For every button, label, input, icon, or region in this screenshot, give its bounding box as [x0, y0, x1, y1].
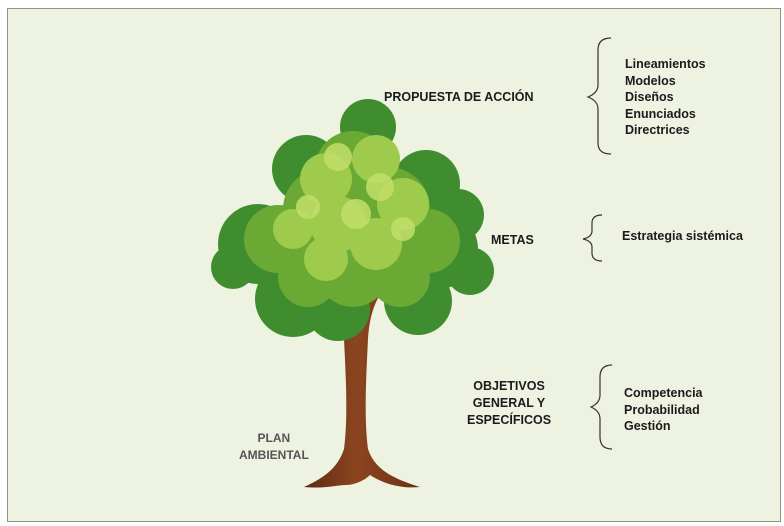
tree-trunk: [304, 277, 420, 488]
level-propuesta-label-line: PROPUESTA DE ACCIÓN: [384, 90, 534, 104]
level-objetivos-label-line-2: GENERAL Y: [472, 396, 546, 410]
diagram-frame: PLAN AMBIENTAL PROPUESTA DE ACCIÓN Linea…: [7, 8, 781, 522]
list-item: Diseños: [625, 90, 674, 104]
tree-label-line-2: AMBIENTAL: [239, 448, 309, 462]
level-propuesta-label: PROPUESTA DE ACCIÓN: [384, 89, 534, 106]
level-metas-label: METAS: [491, 232, 534, 249]
level-objetivos-label: OBJETIVOS GENERAL Y ESPECÍFICOS: [467, 378, 551, 429]
list-item: Probabilidad: [624, 402, 700, 417]
list-item: Enunciados: [625, 106, 696, 121]
brace-metas: [582, 214, 603, 262]
list-item: Modelos: [625, 73, 676, 88]
list-item: Gestión: [624, 419, 671, 433]
list-item: Lineamientos: [625, 57, 706, 71]
level-propuesta-items: Lineamientos Modelos Diseños Enunciados …: [625, 56, 706, 139]
brace-propuesta: [586, 37, 612, 155]
list-item: Competencia: [624, 386, 703, 400]
level-objetivos-label-line-1: OBJETIVOS: [473, 379, 545, 393]
list-item: Estrategia sistémica: [622, 229, 743, 243]
list-item: Directrices: [625, 123, 690, 137]
level-metas-label-line: METAS: [491, 233, 534, 247]
tree-label: PLAN AMBIENTAL: [239, 430, 309, 464]
tree-illustration: [211, 37, 613, 488]
level-objetivos-items: Competencia Probabilidad Gestión: [624, 385, 703, 435]
brace-objetivos: [589, 364, 613, 450]
tree-label-line-1: PLAN: [257, 431, 291, 445]
level-metas-items: Estrategia sistémica: [622, 228, 743, 245]
level-objetivos-label-line-3: ESPECÍFICOS: [467, 413, 552, 427]
